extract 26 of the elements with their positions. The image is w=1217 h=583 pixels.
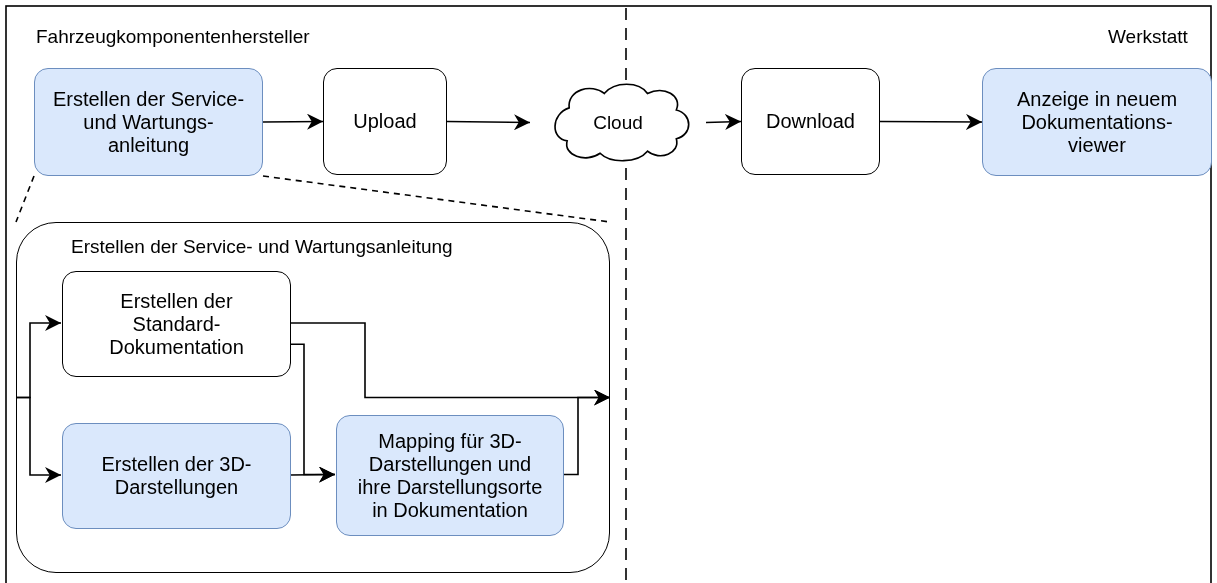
process-box <box>336 415 564 536</box>
process-box <box>323 68 447 175</box>
arrow <box>262 113 324 130</box>
process-box <box>982 68 1212 176</box>
node-label: Anzeige in neuem Dokumentations- viewer <box>1015 87 1179 157</box>
node-label: Cloud <box>592 111 644 134</box>
process-box <box>62 423 291 529</box>
node-label: Erstellen der Standard- Dokumentation <box>108 289 245 359</box>
arrow <box>879 113 983 130</box>
process-box <box>34 68 263 176</box>
process-box <box>62 271 291 377</box>
node-label: Erstellen der 3D- Darstellungen <box>100 453 253 499</box>
arrow <box>15 396 62 483</box>
lane-title: Fahrzeugkomponentenhersteller <box>36 26 310 48</box>
node-label: Download <box>765 110 856 133</box>
lane-title: Werkstatt <box>1108 26 1188 48</box>
group-heading: Erstellen der Service- und Wartungsanleitung <box>70 235 454 258</box>
process-box <box>741 68 880 175</box>
node-label: Mapping für 3D- Darstellungen und ihre Darstellungsorte in Dokumentation <box>356 429 544 522</box>
group-container <box>16 222 610 573</box>
node-label: Erstellen der Service- und Wartungs- anleitung <box>51 87 246 157</box>
arrow <box>562 389 611 476</box>
node-label: Upload <box>352 110 418 133</box>
arrow <box>446 114 531 131</box>
arrow <box>289 466 336 483</box>
arrow <box>705 113 742 130</box>
